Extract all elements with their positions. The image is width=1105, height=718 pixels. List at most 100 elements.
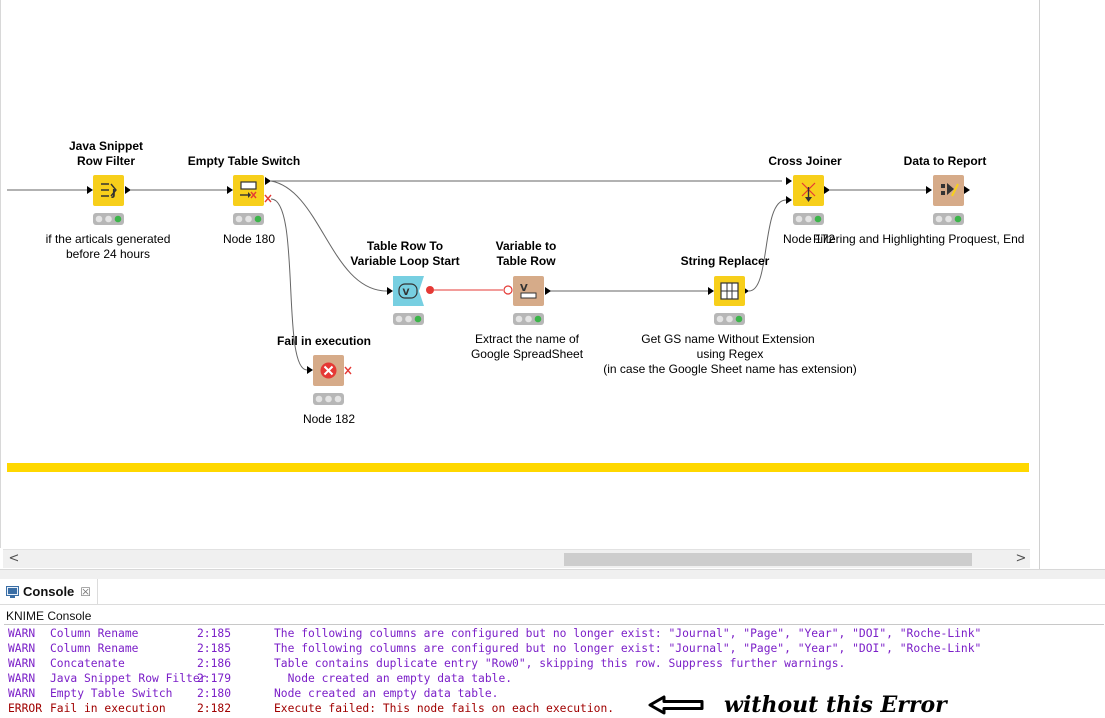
node-title: Cross Joiner	[768, 154, 842, 168]
node-status-traffic-light	[933, 213, 964, 225]
console-line: WARN Column Rename 2:185 The following colu…	[8, 641, 1105, 656]
node-title: Row Filter	[77, 154, 135, 168]
variable-out-port[interactable]	[426, 286, 434, 294]
panel-divider[interactable]	[0, 569, 1105, 579]
node-title: Fail in execution	[277, 334, 371, 348]
console-line: ERROR Fail in execution 2:182 Execute faile…	[8, 701, 1105, 716]
node-title: Table Row	[496, 254, 556, 268]
log-node-name: Java Snippet Row Filter	[50, 672, 207, 685]
node-title: Variable to	[496, 239, 557, 253]
node-annotation: before 24 hours	[66, 247, 150, 261]
horizontal-scrollbar[interactable]: < >	[3, 549, 1030, 568]
close-icon[interactable]: ☒	[80, 584, 92, 599]
log-node-id: 2:185	[197, 627, 232, 640]
node-body[interactable]	[233, 175, 264, 206]
switch-icon	[240, 181, 257, 199]
log-node-name: Empty Table Switch	[50, 687, 173, 700]
node-label: Node 172	[783, 232, 835, 246]
svg-text:V: V	[520, 283, 528, 294]
log-message: The following columns are configured but…	[274, 642, 982, 655]
log-node-id: 2:179	[197, 672, 232, 685]
node-status-traffic-light	[93, 213, 124, 225]
node-fail-in-execution[interactable]: Fail in execution Node 182	[277, 334, 371, 426]
node-table-row-to-variable-loop-start[interactable]: Table Row To Variable Loop Start V	[350, 239, 460, 325]
log-level: WARN	[8, 672, 36, 685]
connection-switch-to-loop	[270, 180, 388, 292]
scroll-left-button[interactable]: <	[8, 551, 20, 566]
node-status-traffic-light	[313, 393, 344, 405]
log-level: WARN	[8, 642, 36, 655]
node-string-replacer[interactable]: String Replacer Get GS name Without Exte…	[603, 254, 857, 376]
node-annotation: Google SpreadSheet	[471, 347, 584, 361]
node-variable-to-table-row[interactable]: Variable to Table Row V Extract the name…	[471, 239, 584, 361]
node-annotation: Get GS name Without Extension	[641, 332, 814, 346]
node-java-snippet-row-filter[interactable]: Java Snippet Row Filter J if the artical…	[46, 139, 171, 261]
node-title: Table Row To	[367, 239, 443, 253]
log-node-id: 2:180	[197, 687, 232, 700]
log-level: WARN	[8, 627, 36, 640]
log-level: WARN	[8, 687, 36, 700]
console-tab-bar: Console ☒	[0, 579, 1105, 605]
workflow-canvas: Java Snippet Row Filter J if the artical…	[7, 139, 1029, 472]
log-message: The following columns are configured but…	[274, 627, 982, 640]
inactive-port-icon	[344, 366, 352, 375]
annotation-text: without this Error	[724, 692, 947, 718]
node-cross-joiner[interactable]: Cross Joiner Node 172	[768, 154, 842, 246]
node-status-traffic-light	[793, 213, 824, 225]
node-annotation: Filtering and Highlighting Proquest, End	[813, 232, 1024, 246]
node-annotation: (in case the Google Sheet name has exten…	[603, 362, 857, 376]
joiner-icon	[801, 182, 816, 202]
log-message: Table contains duplicate entry "Row0", s…	[274, 657, 846, 670]
svg-text:V: V	[403, 288, 410, 298]
node-status-traffic-light	[233, 213, 264, 225]
error-icon	[320, 362, 337, 379]
scroll-thumb[interactable]	[564, 553, 972, 566]
node-annotation: if the articals generated	[46, 232, 171, 246]
node-title: String Replacer	[681, 254, 770, 268]
tab-console[interactable]: Console ☒	[0, 579, 99, 604]
node-title: Data to Report	[904, 154, 987, 168]
workflow-annotation-bar[interactable]	[7, 463, 1029, 472]
log-message: Execute failed: This node fails on each …	[274, 702, 615, 715]
console-line: WARN Concatenate 2:186 Table contains dupli…	[8, 656, 1105, 671]
node-title: Empty Table Switch	[188, 154, 300, 168]
log-level: WARN	[8, 657, 36, 670]
console-icon	[6, 585, 19, 598]
connection-switch-to-fail	[270, 198, 308, 371]
workflow-editor[interactable]: Java Snippet Row Filter J if the artical…	[0, 0, 1035, 548]
loop-start-icon: V	[398, 283, 418, 299]
log-message: Node created an empty data table.	[274, 687, 499, 700]
node-label: Node 180	[223, 232, 275, 246]
node-title: Java Snippet	[69, 139, 143, 153]
annotation: without this Error	[648, 692, 947, 718]
log-node-name: Column Rename	[50, 642, 139, 655]
node-annotation: using Regex	[697, 347, 764, 361]
node-status-traffic-light	[393, 313, 424, 325]
variable-in-port[interactable]	[503, 285, 513, 295]
log-level: ERROR	[8, 702, 43, 715]
node-status-traffic-light	[513, 313, 544, 325]
replace-icon	[720, 282, 739, 300]
arrow-left-icon	[648, 695, 704, 715]
node-empty-table-switch[interactable]: Empty Table Switch Node 180	[188, 154, 300, 246]
console-line: WARN Empty Table Switch 2:180 Node created …	[8, 686, 1105, 701]
inactive-port-icon	[264, 194, 272, 203]
log-node-id: 2:186	[197, 657, 232, 670]
tab-console-label: Console	[23, 584, 75, 599]
editor-right-gutter	[1034, 0, 1105, 575]
log-node-id: 2:182	[197, 702, 232, 715]
node-data-to-report[interactable]: Data to Report Filtering and Highlightin…	[813, 154, 1024, 246]
log-node-name: Concatenate	[50, 657, 125, 670]
filter-icon: J	[101, 183, 117, 199]
node-body[interactable]	[393, 276, 424, 306]
log-node-name: Fail in execution	[50, 702, 166, 715]
report-icon	[941, 183, 959, 197]
scroll-right-button[interactable]: >	[1015, 551, 1027, 566]
node-annotation: Extract the name of	[475, 332, 580, 346]
log-node-name: Column Rename	[50, 627, 139, 640]
log-node-id: 2:185	[197, 642, 232, 655]
variable-icon: V	[520, 283, 537, 299]
node-body[interactable]	[513, 276, 544, 306]
